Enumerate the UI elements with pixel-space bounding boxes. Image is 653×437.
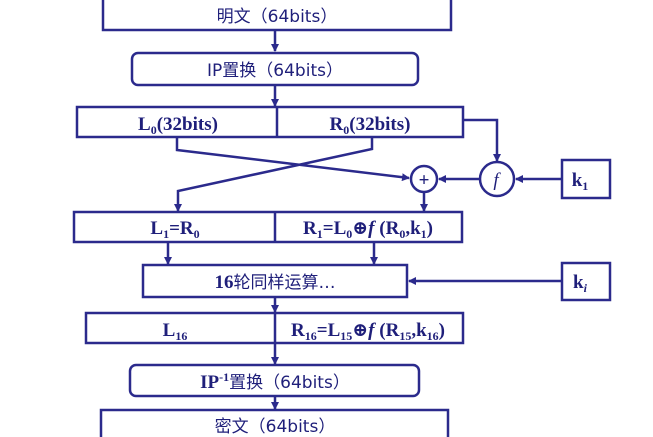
ip-label: IP置换（64bits） <box>207 61 343 81</box>
plaintext-box: 明文（64bits） <box>101 0 453 32</box>
round0-box: L0(32bits) R0(32bits) <box>75 105 465 139</box>
arrow-l0-to-xor <box>175 137 410 182</box>
k1-box: k1 <box>560 158 612 200</box>
ip-permutation-box: IP置换（64bits） <box>130 51 420 87</box>
r0-label: R0(32bits) <box>330 114 411 137</box>
ki-box: ki <box>560 261 612 302</box>
round1-box: L1=R0 R1=L0⊕f (R0,k1) <box>72 210 464 244</box>
ciphertext-box: 密文（64bits） <box>99 408 450 437</box>
l0-label: L0(32bits) <box>138 114 218 137</box>
l1-label: L1=R0 <box>150 218 199 241</box>
ip-inverse-label: IP-1置换（64bits） <box>200 370 350 393</box>
plaintext-label: 明文（64bits） <box>217 7 338 27</box>
arrow-r0-to-l1 <box>174 137 374 212</box>
r1-label: R1=L0⊕f (R0,k1) <box>303 218 433 241</box>
f-function-node: f <box>478 160 516 198</box>
xor-symbol: + <box>419 170 430 191</box>
f-symbol: f <box>493 170 501 191</box>
k1-label: k1 <box>572 170 589 193</box>
ip-inverse-box: IP-1置换（64bits） <box>128 363 421 398</box>
l16-label: L16 <box>163 320 188 343</box>
round16-box: L16 R16=L15⊕f (R15,k16) <box>84 311 465 345</box>
xor-node: + <box>409 164 439 194</box>
ciphertext-label: 密文（64bits） <box>215 417 336 437</box>
r16-label: R16=L15⊕f (R15,k16) <box>291 320 445 343</box>
rounds-label: 16轮同样运算… <box>215 272 336 293</box>
arrow-r0-to-f <box>463 118 501 162</box>
ki-label: ki <box>573 272 588 295</box>
rounds-box: 16轮同样运算… <box>141 263 409 299</box>
